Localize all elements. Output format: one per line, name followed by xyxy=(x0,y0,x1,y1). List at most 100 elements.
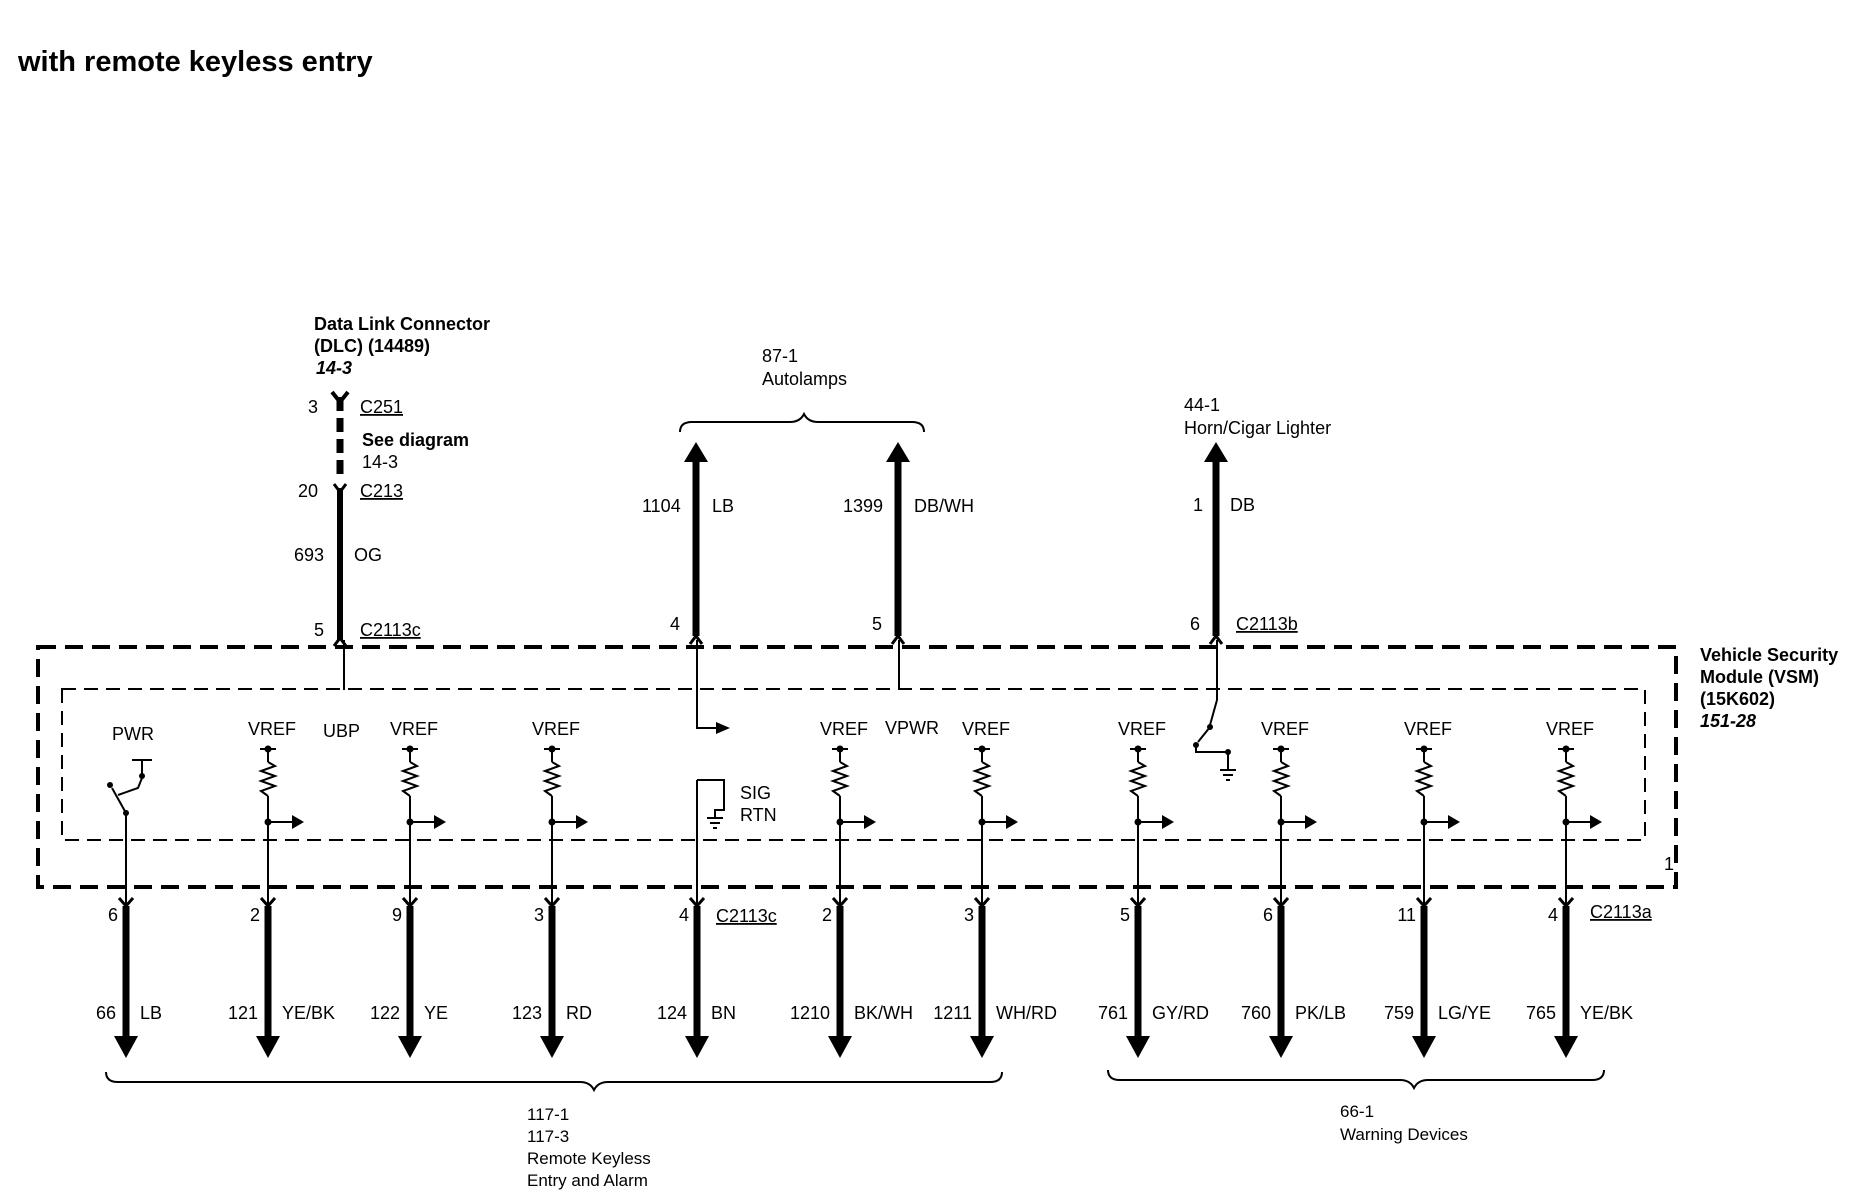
autolamps-bracket xyxy=(679,411,925,433)
bottom-circuit: 1211 xyxy=(933,1003,972,1023)
warning-bracket xyxy=(1107,1069,1605,1091)
dlc-pin-mid: 20 xyxy=(298,481,318,501)
bottom-connector-right: C2113a xyxy=(1590,902,1653,922)
dlc-connector-mid: C213 xyxy=(360,481,403,501)
dlc-connector-bottom: C2113c xyxy=(360,620,421,640)
bottom-color: WH/RD xyxy=(996,1003,1057,1023)
bottom-color: YE xyxy=(424,1003,448,1023)
vref-label: VREF xyxy=(248,719,296,739)
vref-circuits: VREF VREF VREF VREF VREF VREF VREF VREF VREF xyxy=(248,719,1602,910)
horn-wire xyxy=(1204,442,1228,700)
bottom-color: RD xyxy=(566,1003,592,1023)
vref-label: VREF xyxy=(962,719,1010,739)
bottom-color: LG/YE xyxy=(1438,1003,1491,1023)
autolamps-color-2: DB/WH xyxy=(914,496,974,516)
dlc-name-line1: Data Link Connector xyxy=(314,314,490,334)
horn-connector: C2113b xyxy=(1236,614,1298,634)
dlc-name-line2: (DLC) (14489) xyxy=(314,336,430,356)
bottom-circuit: 122 xyxy=(370,1003,400,1023)
vsm-name-line1: Vehicle Security xyxy=(1700,645,1838,665)
bottom-circuit: 124 xyxy=(657,1003,687,1023)
rke-ref-1: 117-1 xyxy=(527,1105,569,1124)
vref-pullup-circuit: VREF xyxy=(962,719,1018,910)
bottom-pin: 3 xyxy=(534,905,544,925)
bottom-color: YE/BK xyxy=(1580,1003,1633,1023)
horn-pin: 6 xyxy=(1190,614,1200,634)
bottom-circuit: 66 xyxy=(96,1003,116,1023)
bottom-pin: 6 xyxy=(1263,905,1273,925)
autolamps-wire-1104 xyxy=(684,442,730,734)
vsm-inner-pin: 1 xyxy=(1664,854,1674,874)
label-vpwr: VPWR xyxy=(885,718,939,738)
bottom-wire-760: 6 760 PK/LB xyxy=(1241,840,1346,1058)
bottom-color: YE/BK xyxy=(282,1003,335,1023)
bottom-circuit: 761 xyxy=(1098,1003,1128,1023)
horn-switch-symbol xyxy=(1193,699,1236,781)
bottom-color: PK/LB xyxy=(1295,1003,1346,1023)
page-title: with remote keyless entry xyxy=(18,46,373,78)
vref-label: VREF xyxy=(820,719,868,739)
bottom-color: GY/RD xyxy=(1152,1003,1209,1023)
vsm-inner-boundary xyxy=(61,688,1646,841)
vref-pullup-circuit: VREF xyxy=(390,719,446,910)
bottom-wire-765: 4 765 YE/BK xyxy=(1526,840,1633,1058)
rke-ref-2: 117-3 xyxy=(527,1127,569,1146)
dlc-connector-top: C251 xyxy=(360,397,403,417)
bottom-pin: 5 xyxy=(1120,905,1130,925)
vref-label: VREF xyxy=(390,719,438,739)
rke-label-2: Entry and Alarm xyxy=(527,1171,648,1190)
autolamps-circuit-1: 1104 xyxy=(642,496,681,516)
autolamps-circuit-2: 1399 xyxy=(843,496,883,516)
bottom-pin: 4 xyxy=(1548,905,1558,925)
vsm-outer-boundary xyxy=(36,645,1678,889)
vref-pullup-circuit: VREF xyxy=(248,719,304,910)
horn-color: DB xyxy=(1230,495,1255,515)
dlc-ref: 14-3 xyxy=(316,358,352,378)
vref-label: VREF xyxy=(1546,719,1594,739)
warning-label: Warning Devices xyxy=(1340,1125,1468,1144)
bottom-pin: 9 xyxy=(392,905,402,925)
vref-pullup-circuit: VREF xyxy=(820,719,876,910)
vsm-ref: 151-28 xyxy=(1700,711,1756,731)
vref-pullup-circuit: VREF xyxy=(1261,719,1317,910)
vref-pullup-circuit: VREF xyxy=(532,719,588,910)
vref-label: VREF xyxy=(1404,719,1452,739)
horn-ref: 44-1 xyxy=(1184,395,1220,415)
dlc-circuit: 693 xyxy=(294,545,324,565)
bottom-circuit: 765 xyxy=(1526,1003,1556,1023)
bottom-circuit: 760 xyxy=(1241,1003,1271,1023)
bottom-pin: 4 xyxy=(679,905,689,925)
autolamps-pin-1: 4 xyxy=(670,614,680,634)
bottom-color: BN xyxy=(711,1003,736,1023)
vsm-name-line3: (15K602) xyxy=(1700,689,1775,709)
dlc-color: OG xyxy=(354,545,382,565)
bottom-color: LB xyxy=(140,1003,162,1023)
dlc-wire xyxy=(330,390,350,690)
dlc-see-line2: 14-3 xyxy=(362,452,398,472)
rke-bracket xyxy=(105,1071,1003,1093)
vref-label: VREF xyxy=(1118,719,1166,739)
horn-circuit: 1 xyxy=(1193,495,1203,515)
bottom-wire-124: 4 124 BN xyxy=(657,840,736,1058)
bottom-pin: 2 xyxy=(822,905,832,925)
dlc-pin-bottom: 5 xyxy=(314,620,324,640)
vsm-name-line2: Module (VSM) xyxy=(1700,667,1819,687)
vref-pullup-circuit: VREF xyxy=(1546,719,1602,910)
label-rtn: RTN xyxy=(740,805,777,825)
autolamps-wire-1399 xyxy=(886,442,910,690)
autolamps-color-1: LB xyxy=(712,496,734,516)
horn-label: Horn/Cigar Lighter xyxy=(1184,418,1331,438)
bottom-pin: 2 xyxy=(250,905,260,925)
autolamps-ref: 87-1 xyxy=(762,346,798,366)
dlc-pin-top: 3 xyxy=(308,397,318,417)
label-pwr: PWR xyxy=(112,724,154,744)
bottom-pin: 11 xyxy=(1397,905,1416,925)
bottom-connector-left: C2113c xyxy=(716,906,777,926)
